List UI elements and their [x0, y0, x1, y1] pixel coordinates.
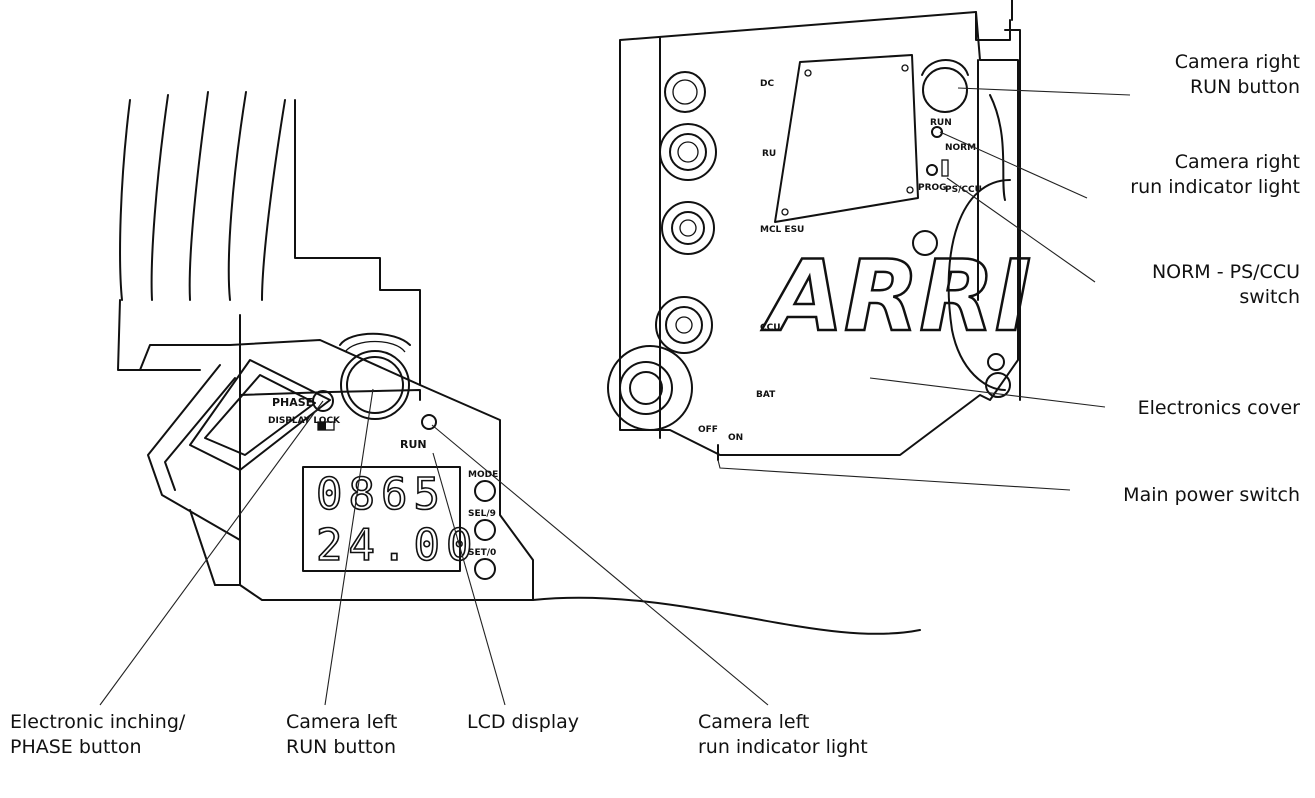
camera-right-run-button[interactable]	[922, 67, 968, 113]
camera-right-run-indicator	[931, 126, 943, 138]
prog-button[interactable]	[926, 164, 938, 176]
camera-right-body	[619, 0, 1021, 456]
norm-label: NORM	[945, 143, 976, 153]
leader-lines	[99, 87, 1131, 706]
callout-line-1: Camera left	[698, 711, 810, 733]
callout-line-1: NORM - PS/CCU	[1151, 261, 1300, 283]
phase-button[interactable]	[312, 390, 334, 412]
connector-column: DC RU MCL ESU CCU BAT	[607, 71, 804, 431]
on-label: ON	[728, 433, 743, 443]
prog-label: PROG	[918, 183, 947, 193]
callout-line-1: Main power switch	[1123, 484, 1300, 506]
norm-ps-ccu-switch[interactable]	[941, 159, 949, 177]
connector-dc-label: DC	[760, 79, 774, 89]
callout-norm-switch: NORM - PS/CCU switch	[1152, 260, 1300, 310]
off-label: OFF	[698, 425, 718, 435]
arri-logo: ARRI	[761, 240, 1031, 354]
connector-ru-label: RU	[762, 149, 776, 159]
callout-lcd-display: LCD display	[467, 710, 579, 735]
callout-line-1: Camera right	[1174, 151, 1300, 173]
callout-line-1: Electronics cover	[1137, 397, 1300, 419]
callout-line-1: LCD display	[467, 711, 579, 733]
callout-line-1: Camera right	[1174, 51, 1300, 73]
camera-right-controls: RUN NORM PROG PS/CCU OFF ON ARRI	[698, 59, 1032, 461]
callout-line-2: PHASE button	[10, 736, 142, 758]
display-lock-label: DISPLAY LOCK	[268, 416, 341, 426]
camera-left-run-indicator	[421, 414, 437, 430]
lcd-top-value: 0865	[316, 469, 446, 520]
callout-main-power-switch: Main power switch	[1123, 483, 1300, 508]
callout-line-2: RUN button	[1189, 76, 1300, 98]
mounting-plate	[774, 54, 919, 223]
callout-line-2: run indicator light	[698, 736, 868, 758]
mode-button[interactable]	[474, 480, 496, 502]
callout-camera-right-run-indicator: Camera right run indicator light	[1130, 150, 1300, 200]
callout-electronic-inching: Electronic inching/ PHASE button	[10, 710, 185, 760]
connector-mcl-esu-label: MCL ESU	[760, 225, 804, 235]
camera-left-controls: PHASE DISPLAY LOCK RUN 0865 24.00 MODE S…	[268, 332, 498, 580]
callout-line-2: switch	[1239, 286, 1300, 308]
connector-ccu-label: CCU	[760, 323, 781, 333]
right-run-label: RUN	[930, 118, 952, 128]
callout-line-1: Camera left	[286, 711, 398, 733]
left-run-label: RUN	[400, 438, 427, 451]
callout-line-2: run indicator light	[1130, 176, 1300, 198]
set-button[interactable]	[474, 558, 496, 580]
mode-label: MODE	[468, 470, 498, 480]
connector-bat-label: BAT	[756, 390, 776, 400]
callout-line-1: Electronic inching/	[10, 711, 186, 733]
sel-button[interactable]	[474, 519, 496, 541]
callout-electronics-cover: Electronics cover	[1138, 396, 1300, 421]
callout-camera-left-run-indicator: Camera left run indicator light	[698, 710, 868, 760]
set-label: SET/0	[468, 548, 496, 558]
lcd-bottom-value: 24.00	[316, 520, 478, 571]
callout-camera-left-run-button: Camera left RUN button	[286, 710, 397, 760]
callout-line-2: RUN button	[286, 736, 397, 758]
arri-emblem	[912, 230, 938, 256]
sel-label: SEL/9	[468, 509, 496, 519]
camera-left-body	[139, 99, 921, 635]
phase-label: PHASE	[272, 396, 313, 409]
film-magazine	[117, 91, 286, 371]
callout-camera-right-run-button: Camera right RUN button	[1175, 50, 1300, 100]
camera-left-run-button[interactable]	[340, 350, 410, 420]
lcd-display	[302, 466, 461, 572]
